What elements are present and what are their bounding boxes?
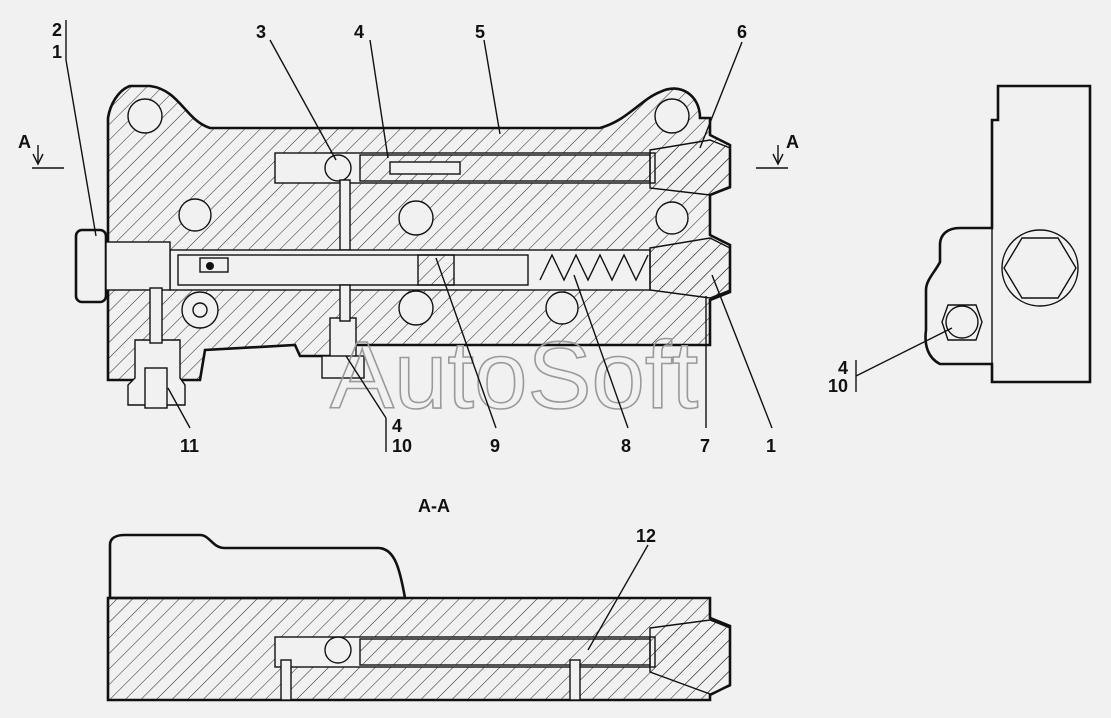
section-title: A-A — [418, 496, 450, 516]
mount-hole — [654, 98, 690, 134]
section-view — [106, 533, 732, 702]
main-view — [74, 84, 732, 409]
callout-6: 6 — [737, 22, 747, 42]
watermark: AutoSoft — [330, 322, 698, 429]
mount-hole — [398, 290, 434, 326]
callout-4-mid: 4 — [392, 416, 402, 436]
mount-hole — [398, 200, 434, 236]
callout-11: 11 — [180, 436, 199, 456]
spool-slot — [199, 257, 229, 273]
left-hex-head — [74, 228, 108, 304]
callout-10-side: 10 — [828, 376, 848, 396]
mount-hole — [127, 98, 163, 134]
fitting-ring-inner — [192, 302, 208, 318]
callout-12: 12 — [636, 526, 656, 546]
bottom-fitting-bore — [144, 367, 168, 409]
left-thread — [105, 241, 171, 291]
lower-plug — [649, 237, 731, 299]
leader-lines — [65, 20, 953, 651]
mount-hole — [655, 201, 689, 235]
callout-3: 3 — [256, 22, 266, 42]
spool — [177, 254, 529, 286]
bottom-fitting-stem — [149, 287, 163, 344]
callout-4-side: 4 — [838, 358, 848, 378]
upper-piston-slot — [389, 161, 461, 175]
mount-hole — [178, 198, 212, 232]
side-hex-plug — [945, 305, 979, 339]
mid-fitting-base — [321, 355, 365, 379]
callout-9: 9 — [490, 436, 500, 456]
side-view — [924, 84, 1092, 384]
section-marks: A A — [18, 132, 799, 169]
spring — [539, 253, 649, 282]
section-mark-right: A — [786, 132, 799, 152]
callout-5: 5 — [475, 22, 485, 42]
channel — [339, 179, 351, 251]
callout-1-top: 1 — [52, 42, 62, 62]
section-plug — [649, 619, 731, 695]
callout-2: 2 — [52, 20, 62, 40]
check-ball — [324, 154, 352, 182]
callout-10-mid: 10 — [392, 436, 412, 456]
callout-7: 7 — [700, 436, 710, 456]
mount-hole — [545, 291, 579, 325]
section-mark-left: A — [18, 132, 31, 152]
callout-8: 8 — [621, 436, 631, 456]
callout-1-right: 1 — [766, 436, 776, 456]
callout-labels: 2 1 3 4 5 6 11 4 10 9 8 7 1 4 10 12 A-A — [52, 20, 848, 546]
mid-channel — [339, 284, 351, 322]
spool-pin — [206, 262, 214, 270]
callout-4-top: 4 — [354, 22, 364, 42]
section-top-outline — [108, 533, 407, 600]
upper-plug — [649, 139, 731, 196]
